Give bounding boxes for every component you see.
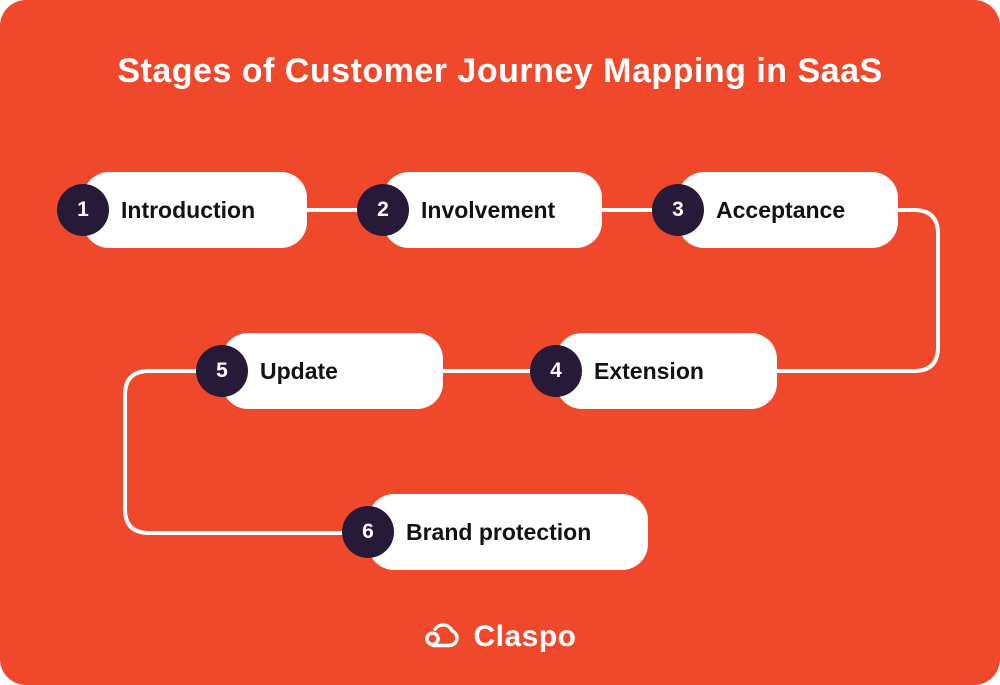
stage-extension: 4 Extension bbox=[530, 333, 777, 409]
claspo-logo-text: Claspo bbox=[473, 620, 577, 653]
stage-number-badge: 6 bbox=[342, 506, 394, 558]
page-title: Stages of Customer Journey Mapping in Sa… bbox=[117, 52, 883, 90]
stage-number-badge: 3 bbox=[652, 184, 704, 236]
stage-number-badge: 4 bbox=[530, 345, 582, 397]
stage-label: Extension bbox=[594, 357, 704, 384]
stage-brand-protection: 6 Brand protection bbox=[342, 494, 648, 570]
stage-number-badge: 2 bbox=[357, 184, 409, 236]
stage-involvement: 2 Involvement bbox=[357, 172, 602, 248]
stage-number-badge: 5 bbox=[196, 345, 248, 397]
stage-label: Introduction bbox=[121, 196, 256, 223]
stage-acceptance: 3 Acceptance bbox=[652, 172, 898, 248]
claspo-cloud-icon bbox=[425, 623, 459, 648]
stage-update: 5 Update bbox=[196, 333, 443, 409]
connector-5-6 bbox=[123, 369, 344, 535]
stage-label: Update bbox=[260, 357, 338, 384]
stage-number-badge: 1 bbox=[57, 184, 109, 236]
stage-label: Involvement bbox=[421, 196, 556, 223]
connector-3-4 bbox=[777, 208, 940, 373]
stage-introduction: 1 Introduction bbox=[57, 172, 307, 248]
stage-label: Brand protection bbox=[406, 518, 592, 545]
stage-label: Acceptance bbox=[716, 196, 846, 223]
claspo-logo: Claspo bbox=[423, 620, 576, 654]
